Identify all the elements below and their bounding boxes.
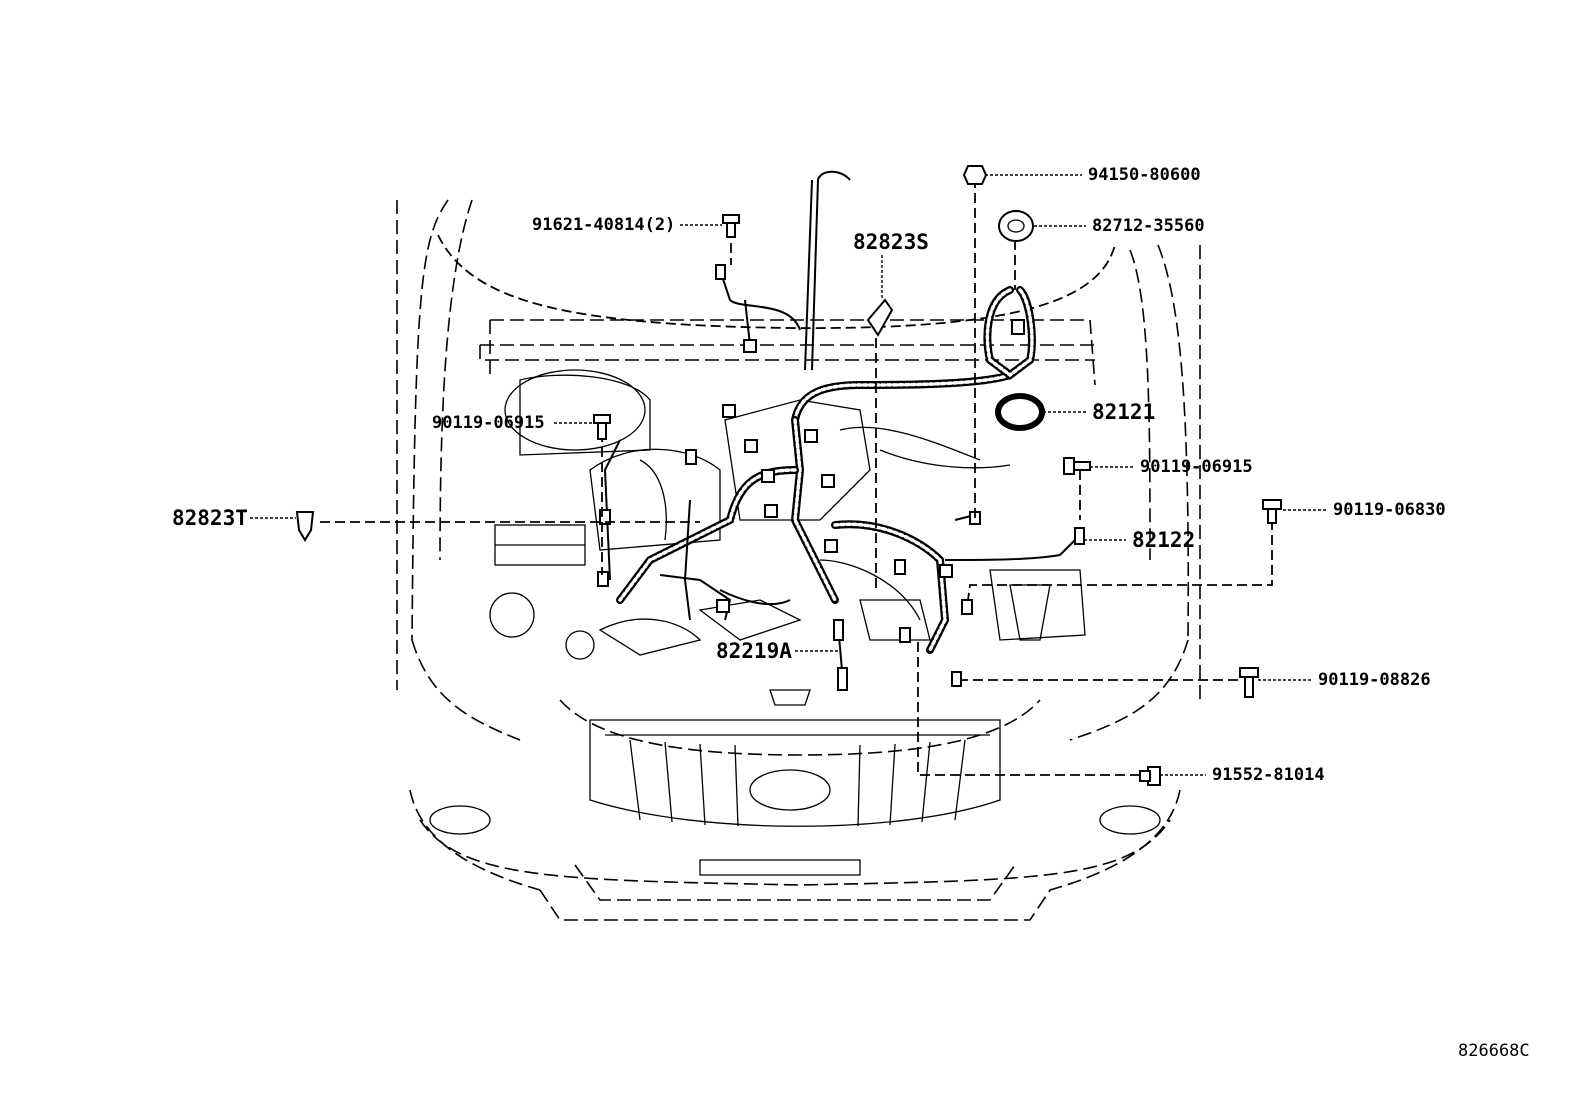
engine-wire-harness [603,170,1076,691]
callout-82712-35560: 82712-35560 [1092,216,1205,236]
bolt-icon [1063,457,1091,475]
connector-icon [764,504,778,518]
engine-components [489,369,1086,660]
clip-icon [295,511,315,542]
connector-icon [837,667,848,691]
connector-icon [685,449,697,465]
callout-leaders [250,174,1328,776]
bolt-icon [1139,766,1161,786]
connector-icon [1011,319,1025,335]
grommet-icon [998,210,1034,242]
figure-id: 826668C [1458,1041,1530,1061]
callout-82121: 82121 [1092,400,1155,424]
callout-90119-08826: 90119-08826 [1318,670,1431,690]
callout-90119-06915-right: 90119-06915 [1140,457,1253,477]
bolt-icon [1262,499,1282,524]
connector-icon [961,599,973,615]
connector-icon [804,429,818,443]
connector-icon [597,571,609,587]
bolt-icon [593,414,611,440]
callout-91552-81014: 91552-81014 [1212,765,1325,785]
front-grille [559,689,1041,827]
connector-icon [899,627,911,643]
connector-icon [894,559,906,575]
connector-icon [722,404,736,418]
callout-82823S: 82823S [853,230,929,254]
connector-icon [939,564,953,578]
connector-icon [833,619,844,641]
callout-82219A: 82219A [716,639,792,663]
connector-icon [715,264,726,280]
callout-82122: 82122 [1132,528,1195,552]
connector-icon [599,509,611,525]
callout-labels: 91621-40814(2) 94150-80600 82823S 82712-… [172,165,1446,785]
callout-90119-06830: 90119-06830 [1333,500,1446,520]
connector-icon [744,439,758,453]
location-leaders [320,178,1273,776]
fasteners [295,165,1282,786]
connector-icon [1074,527,1085,545]
clip-icon [866,298,894,337]
connector-icon [761,469,775,483]
nut-icon [962,165,988,185]
callout-82823T: 82823T [172,506,248,530]
callout-91621-40814: 91621-40814(2) [532,215,675,235]
connector-icon [743,339,757,353]
connector-icon [716,599,730,613]
grommet-icon [995,393,1045,431]
bolt-icon [1239,667,1259,698]
callout-94150-80600: 94150-80600 [1088,165,1201,185]
emblem-icon [749,769,831,811]
callout-90119-06915-left: 90119-06915 [432,413,545,433]
connector-icon [824,539,838,553]
vehicle-body-outline [396,199,1201,921]
bolt-icon [722,214,740,238]
connector-icon [821,474,835,488]
